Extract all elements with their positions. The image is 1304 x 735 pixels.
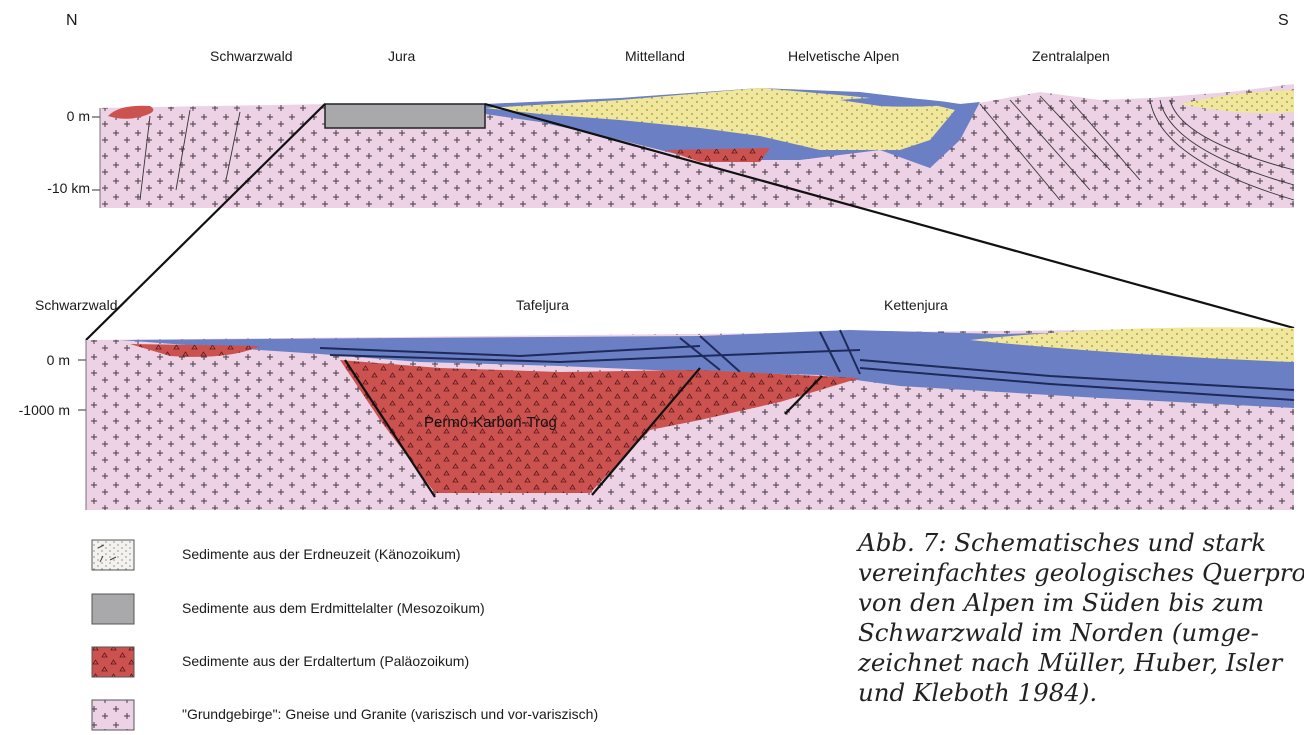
legend-label: Sedimente aus dem Erdmittelalter (Mesozo… xyxy=(182,600,485,616)
legend-item-mesozoikum: Sedimente aus dem Erdmittelalter (Mesozo… xyxy=(92,594,792,628)
caption-line: Abb. 7: Schematisches und stark xyxy=(858,528,1298,558)
caption-line: zeichnet nach Müller, Huber, Isler xyxy=(858,648,1298,678)
caption-line: vereinfachtes geologisches Querprofil xyxy=(858,558,1298,588)
permo-karbon-label: Permo-Karbon-Trog xyxy=(424,414,557,431)
legend-label: Sedimente aus der Erdneuzeit (Känozoikum… xyxy=(182,546,461,562)
legend-item-grundgebirge: "Grundgebirge": Gneise und Granite (vari… xyxy=(92,700,792,734)
bottom-profile xyxy=(78,327,1294,510)
caption-line: Schwarzwald im Norden (umge- xyxy=(858,618,1298,648)
legend-item-kaenozoikum: Sedimente aus der Erdneuzeit (Känozoikum… xyxy=(92,540,792,574)
caption-line: und Kleboth 1984). xyxy=(858,678,1298,708)
legend-label: Sedimente aus der Erdaltertum (Paläozoik… xyxy=(182,653,469,669)
caption-line: von den Alpen im Süden bis zum xyxy=(858,588,1298,618)
legend-item-palaeozoikum: Sedimente aus der Erdaltertum (Paläozoik… xyxy=(92,647,792,681)
top-jura-highlight-box xyxy=(325,104,485,128)
figure-caption: Abb. 7: Schematisches und stark vereinfa… xyxy=(858,528,1298,708)
legend-label: "Grundgebirge": Gneise und Granite (vari… xyxy=(182,706,598,722)
top-profile xyxy=(92,84,1294,208)
